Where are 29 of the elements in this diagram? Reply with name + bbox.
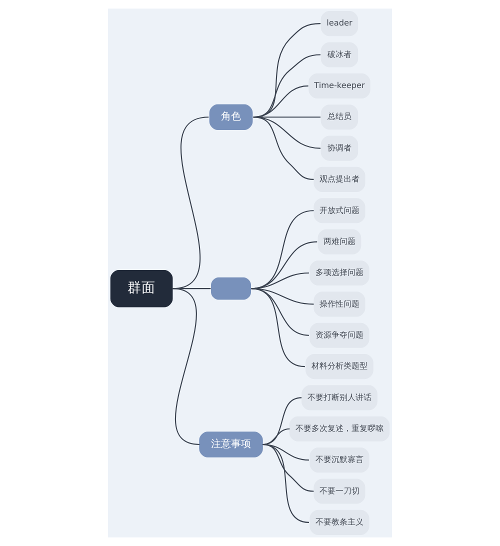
- node-box: 多项选择问题: [310, 260, 370, 286]
- node-box: 破冰者: [320, 42, 358, 68]
- connector: [262, 444, 310, 523]
- node-box: Time-keeper: [308, 73, 370, 98]
- node-box: [211, 277, 252, 300]
- node-box: 总结员: [320, 104, 358, 130]
- connector: [262, 428, 290, 446]
- connector: [262, 397, 302, 446]
- node-box: 不要一刀切: [314, 478, 366, 504]
- node-box: 不要多次复述，重复啰嗦: [289, 416, 390, 442]
- node-box: 操作性问题: [314, 292, 366, 317]
- connector: [172, 288, 200, 446]
- node-box: 观点提出者: [314, 166, 366, 192]
- node-box: 角色: [209, 104, 253, 130]
- connector: [253, 116, 314, 180]
- node-box: leader: [320, 11, 358, 36]
- node-box: 开放式问题: [314, 198, 366, 224]
- node-box: 不要打断别人讲话: [302, 385, 378, 410]
- node-box: 不要沉默寡言: [310, 448, 370, 473]
- connector: [253, 116, 321, 149]
- node-box: 注意事项: [199, 432, 263, 458]
- node-box: 材料分析类题型: [306, 354, 374, 380]
- connector: [251, 288, 305, 368]
- node-box: 不要教条主义: [310, 510, 370, 535]
- node-box: 群面: [110, 270, 173, 308]
- connector: [262, 444, 314, 492]
- node-box: 两难问题: [318, 229, 362, 254]
- node-box: 协调者: [320, 136, 358, 161]
- node-box: 资源争夺问题: [310, 322, 370, 348]
